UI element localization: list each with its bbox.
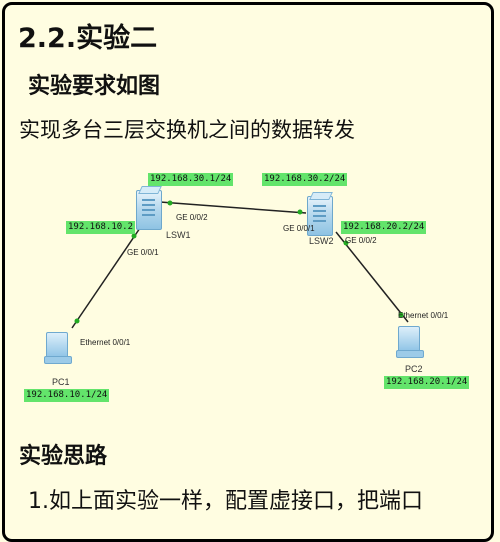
lsw1-ip-left: 192.168.10.2 <box>66 221 136 234</box>
lsw2-switch-icon <box>307 196 333 236</box>
port-dot <box>131 233 137 239</box>
lsw2-ip-top: 192.168.30.2/24 <box>262 173 348 186</box>
lsw2-port-left: GE 0/0/1 <box>283 224 315 233</box>
pc2-ip: 192.168.20.1/24 <box>384 376 470 389</box>
lsw2-port-down: GE 0/0/2 <box>345 236 377 245</box>
pc1-port: Ethernet 0/0/1 <box>80 338 131 347</box>
link-lsw1-lsw2 <box>159 201 307 214</box>
network-topology-diagram: LSW1 192.168.30.1/24 192.168.10.2 GE 0/0… <box>0 150 500 410</box>
lsw1-name: LSW1 <box>166 230 191 240</box>
lsw2-name: LSW2 <box>309 236 334 246</box>
subheading-approach: 实验思路 <box>19 444 108 469</box>
port-dot <box>398 312 404 318</box>
lsw1-ip-top: 192.168.30.1/24 <box>148 173 234 186</box>
subheading-requirements: 实验要求如图 <box>28 74 161 99</box>
lsw1-port-right: GE 0/0/2 <box>176 213 208 222</box>
port-dot <box>74 318 80 324</box>
pc2-port: Ethernet 0/0/1 <box>398 311 449 320</box>
port-dot <box>297 209 303 215</box>
topology-links <box>71 200 409 329</box>
lsw1-port-down: GE 0/0/1 <box>127 248 159 257</box>
pc2-computer-icon <box>396 326 424 358</box>
port-dot <box>343 240 349 246</box>
requirement-text: 实现多台三层交换机之间的数据转发 <box>19 118 355 142</box>
section-heading: 2.2.实验二 <box>18 23 158 54</box>
link-lsw2-pc2 <box>335 231 409 323</box>
lsw2-ip-right: 192.168.20.2/24 <box>341 221 427 234</box>
pc1-ip: 192.168.10.1/24 <box>24 389 110 402</box>
pc2-name: PC2 <box>405 364 423 374</box>
lsw1-switch-icon <box>136 190 162 230</box>
link-lsw1-pc1 <box>71 227 141 329</box>
step-item-1: 1.如上面实验一样，配置虚接口，把端口 <box>28 489 423 514</box>
pc1-name: PC1 <box>52 377 70 387</box>
pc1-computer-icon <box>44 332 72 364</box>
port-dot <box>167 200 173 206</box>
